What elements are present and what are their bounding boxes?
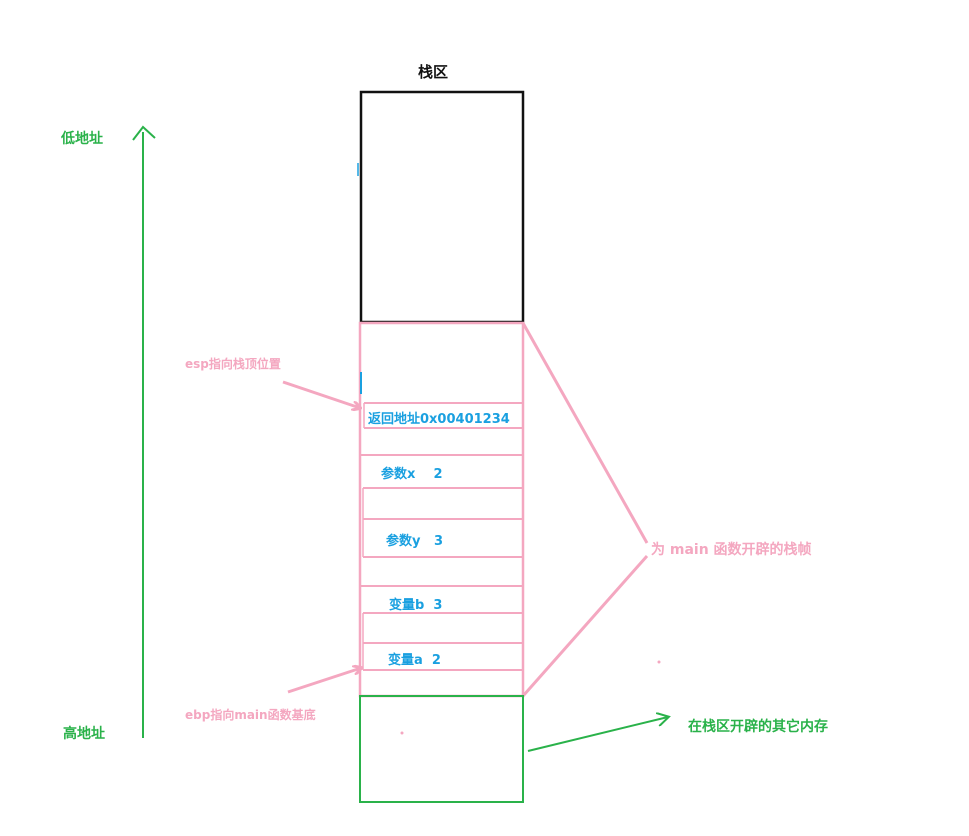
stray-dot [657, 660, 661, 664]
main-stack-frame [358, 321, 525, 698]
stray-dot-2 [400, 731, 404, 735]
slot-var-b: 变量b 3 [389, 597, 442, 613]
slot-return-address: 返回地址0x00401234 [368, 411, 510, 427]
slot-var-a: 变量a 2 [388, 652, 441, 668]
slot-param-y: 参数y 3 [386, 533, 443, 549]
frame-brace-label: 为 main 函数开辟的栈帧 [651, 541, 812, 558]
other-memory-region [359, 695, 524, 803]
frame-slot-lines [361, 402, 523, 671]
other-memory-arrow [527, 717, 668, 752]
address-axis-arrowhead-icon [132, 125, 156, 141]
slot-param-x: 参数x 2 [381, 466, 443, 482]
ebp-pointer-arrow [287, 668, 361, 694]
frame-inner-edges [362, 403, 365, 670]
high-address-label: 高地址 [63, 725, 105, 742]
other-memory-label: 在栈区开辟的其它内存 [688, 718, 828, 735]
low-address-label: 低地址 [60, 130, 103, 147]
esp-pointer-arrow [282, 380, 360, 408]
esp-pointer-label: esp指向栈顶位置 [185, 356, 281, 371]
stack-free-region [359, 90, 525, 324]
ebp-pointer-label: ebp指向main函数基底 [185, 707, 316, 722]
frame-brace-top [521, 322, 649, 544]
frame-brace-bottom [521, 555, 649, 697]
stack-title: 栈区 [418, 63, 448, 81]
